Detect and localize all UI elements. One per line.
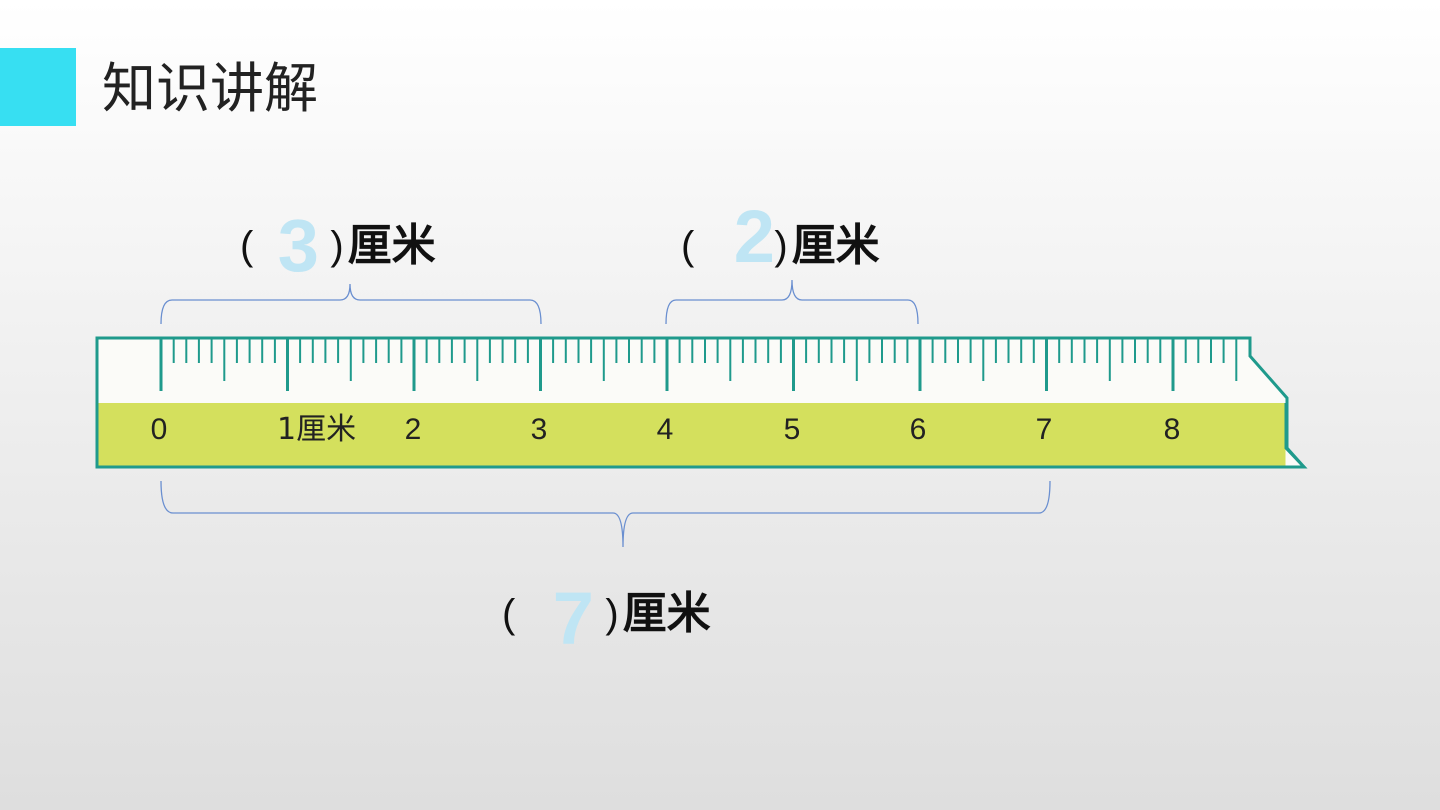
ruler-label-8: 8: [1164, 413, 1181, 446]
ruler-label-1: 1厘米: [277, 412, 356, 447]
open-paren: (: [240, 224, 254, 268]
answer-line-2: ( 2 ) 厘米: [681, 200, 880, 280]
ruler-band-edge: [97, 403, 1308, 469]
unit-label: 厘米: [791, 220, 880, 271]
title-accent-bar: [0, 48, 76, 126]
close-paren: ): [330, 224, 344, 268]
ruler-label-4: 4: [657, 413, 674, 446]
open-paren: (: [681, 224, 695, 268]
ruler-label-2: 2: [405, 413, 422, 446]
close-paren: ): [774, 224, 788, 268]
answer-value: 3: [277, 204, 319, 287]
page-title: 知识讲解: [102, 57, 318, 120]
ruler-label-5: 5: [784, 413, 801, 446]
ruler-label-6: 6: [910, 413, 927, 446]
unit-label: 厘米: [347, 220, 436, 271]
answer-line-3: ( 7 ) 厘米: [502, 574, 711, 660]
ruler-number-band: [98, 403, 1286, 466]
brace-4-to-6: [665, 279, 919, 325]
ruler-label-3: 3: [531, 413, 548, 446]
answer-value: 2: [733, 195, 775, 278]
answer-line-1: ( 3 ) 厘米: [240, 206, 436, 286]
ruler-label-7: 7: [1036, 413, 1053, 446]
unit-label: 厘米: [622, 588, 711, 639]
close-paren: ): [605, 592, 619, 636]
answer-value: 7: [552, 577, 594, 660]
brace-0-to-3: [160, 283, 542, 325]
ruler-label-0: 0: [151, 413, 168, 446]
ruler-ticks: [159, 339, 1238, 391]
brace-0-to-7: [160, 480, 1051, 548]
open-paren: (: [502, 592, 516, 636]
ruler-labels: 0 1厘米 2 3 4 5 6 7 8: [151, 412, 1181, 447]
